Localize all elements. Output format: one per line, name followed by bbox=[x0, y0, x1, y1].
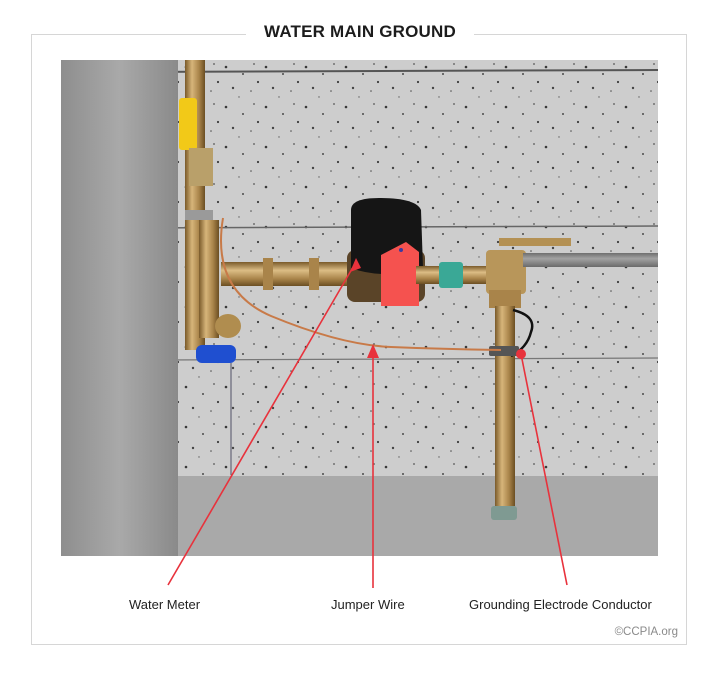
concrete-column bbox=[61, 60, 178, 556]
title-bar: WATER MAIN GROUND bbox=[0, 22, 720, 42]
horizontal-pipe bbox=[221, 262, 351, 286]
label-grounding-electrode-conductor: Grounding Electrode Conductor bbox=[469, 597, 652, 612]
teal-coupling bbox=[439, 262, 463, 288]
main-shutoff-handle bbox=[499, 238, 571, 246]
figure-title: WATER MAIN GROUND bbox=[246, 22, 474, 42]
strainer bbox=[215, 314, 241, 338]
water-main-scene bbox=[61, 60, 658, 556]
ground-rod-pipe bbox=[495, 306, 515, 506]
meter-tag bbox=[381, 242, 419, 306]
drain-valve-handle bbox=[196, 345, 236, 363]
label-jumper-wire: Jumper Wire bbox=[331, 597, 405, 612]
service-pipe bbox=[523, 253, 658, 267]
label-water-meter: Water Meter bbox=[129, 597, 201, 612]
photo-water-main bbox=[61, 60, 658, 556]
copyright-credit: ©CCPIA.org bbox=[614, 626, 678, 638]
ball-valve-handle bbox=[179, 98, 197, 150]
